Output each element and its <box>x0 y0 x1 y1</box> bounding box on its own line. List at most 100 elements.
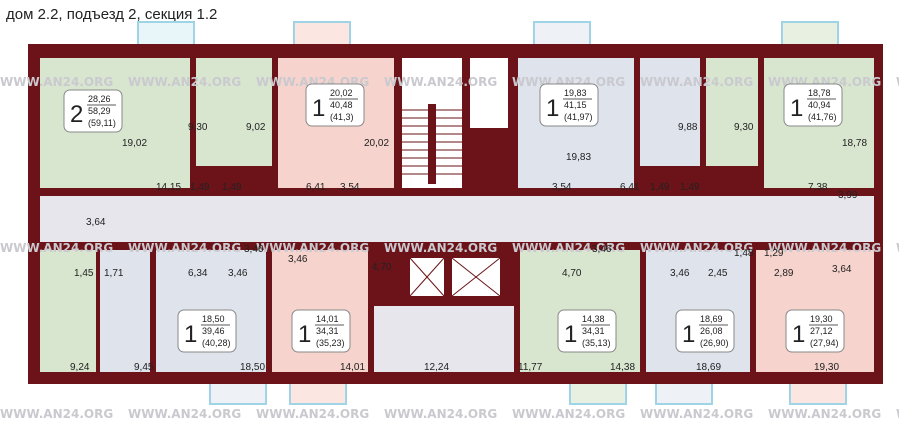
room-area: 9,88 <box>678 122 698 133</box>
apartment-rooms: 1 <box>184 321 197 348</box>
room-area: 3,54 <box>552 182 572 193</box>
apartment-rooms: 1 <box>792 321 805 348</box>
watermark-text: WWW.AN24.ORG <box>512 407 625 421</box>
watermark-text: WWW.AN24.ORG <box>0 241 113 255</box>
room-area: 18,69 <box>696 362 721 373</box>
room-area: 14,15 <box>156 182 181 193</box>
watermark-text: WWW.AN24.ORG <box>384 241 497 255</box>
room-area: 18,78 <box>842 138 867 149</box>
watermark-text: WWW.AN24.ORG <box>128 241 241 255</box>
room-area: 1,29 <box>764 248 784 259</box>
room-area: 6,41 <box>620 182 640 193</box>
apartment-badge <box>539 83 599 127</box>
room-area: 1,45 <box>74 268 94 279</box>
apartment-rooms: 1 <box>546 95 559 122</box>
room-area: 1,71 <box>104 268 124 279</box>
room-area: 12,24 <box>424 362 449 373</box>
watermark-text: WWW.AN24.ORG <box>128 75 241 89</box>
room-area: 3,46 <box>670 268 690 279</box>
room-area: 20,02 <box>364 138 389 149</box>
room-area: 1,49 <box>680 182 700 193</box>
apartment-badge <box>675 309 735 353</box>
apartment-badge <box>291 309 351 353</box>
watermark-text: WWW.AN24.ORG <box>384 75 497 89</box>
apartment-total-with-balcony: (41,3) <box>330 112 354 122</box>
balcony <box>137 21 195 47</box>
watermark-text: WWW.AN24.ORG <box>640 241 753 255</box>
apartment-living-area: 18,69 <box>700 314 723 324</box>
room-area: 1,49 <box>190 182 210 193</box>
watermark-text: WWW.AN24.ORG <box>256 241 369 255</box>
room-area: 19,83 <box>566 152 591 163</box>
apartment-badge <box>63 89 123 133</box>
room-area: 6,34 <box>188 268 208 279</box>
apartment-total-with-balcony: (59,11) <box>88 118 116 128</box>
apartment-total-area: 34,31 <box>316 326 339 336</box>
apartment-total-area: 40,94 <box>808 100 831 110</box>
apartment-total-area: 27,12 <box>810 326 833 336</box>
room-fill <box>640 58 700 166</box>
room-area: 3,46 <box>228 268 248 279</box>
watermark-text: WWW.AN24.ORG <box>384 407 497 421</box>
room-area: 14,38 <box>610 362 635 373</box>
apartment-total-with-balcony: (35,13) <box>582 338 611 348</box>
apartment-total-area: 39,46 <box>202 326 225 336</box>
room-area: 9,24 <box>70 362 90 373</box>
room-area: 19,02 <box>122 138 147 149</box>
watermark-text: WWW.AN24.ORG <box>512 75 625 89</box>
apartment-badge <box>177 309 237 353</box>
apartment-rooms: 1 <box>790 95 803 122</box>
apartment-badge <box>785 309 845 353</box>
apartment-rooms: 1 <box>298 321 311 348</box>
room-area: 1,49 <box>222 182 242 193</box>
apartment-living-area: 18,78 <box>808 88 831 98</box>
apartment-rooms: 1 <box>564 321 577 348</box>
apartment-total-with-balcony: (41,97) <box>564 112 593 122</box>
room-fill <box>40 250 96 372</box>
apartment-living-area: 28,26 <box>88 94 111 104</box>
apartment-total-area: 40,48 <box>330 100 353 110</box>
balcony <box>533 21 591 47</box>
watermark-text: WWW.AN24.ORG <box>768 241 881 255</box>
apartment-badge <box>783 83 843 127</box>
room-area: 9,30 <box>188 122 208 133</box>
room-fill <box>706 58 758 166</box>
watermark-text: WWW.AN24.ORG <box>256 407 369 421</box>
watermark-text: WWW.AN24.ORG <box>640 75 753 89</box>
corridor <box>40 196 874 242</box>
plan-title: дом 2.2, подъезд 2, секция 1.2 <box>6 6 218 23</box>
apartment-total-with-balcony: (41,76) <box>808 112 837 122</box>
room-area: 19,30 <box>814 362 839 373</box>
apartment-living-area: 19,30 <box>810 314 833 324</box>
room-area: 3,64 <box>86 217 106 228</box>
watermark-text: WWW.AN24.ORG <box>896 241 899 255</box>
apartment-labels: 228,2658,29(59,11)120,0240,48(41,3)119,8… <box>63 83 845 353</box>
apartment-total-with-balcony: (27,94) <box>810 338 839 348</box>
room-area: 9,30 <box>734 122 754 133</box>
watermark-text: WWW.AN24.ORG <box>896 407 899 421</box>
watermark-text: WWW.AN24.ORG <box>0 407 113 421</box>
balcony <box>293 21 351 47</box>
apartment-living-area: 18,50 <box>202 314 225 324</box>
apartment-badge <box>557 309 617 353</box>
apartment-living-area: 14,38 <box>582 314 605 324</box>
apartment-total-with-balcony: (40,28) <box>202 338 231 348</box>
room-area: 3,46 <box>244 244 264 255</box>
apartment-rooms: 1 <box>682 321 695 348</box>
watermark-text: WWW.AN24.ORG <box>896 75 899 89</box>
watermark-text: WWW.AN24.ORG <box>768 407 881 421</box>
apartment-rooms: 1 <box>312 95 325 122</box>
room-fill <box>196 58 272 166</box>
room-area: 1,48 <box>734 248 754 259</box>
apartment-living-area: 19,83 <box>564 88 587 98</box>
apartment-living-area: 14,01 <box>316 314 339 324</box>
watermark-text: WWW.AN24.ORG <box>640 407 753 421</box>
apartment-total-with-balcony: (35,23) <box>316 338 345 348</box>
balcony <box>781 21 839 47</box>
room-area: 4,70 <box>562 268 582 279</box>
room-area: 18,50 <box>240 362 265 373</box>
room-area: 9,45 <box>134 362 154 373</box>
room-area: 6,41 <box>306 182 326 193</box>
